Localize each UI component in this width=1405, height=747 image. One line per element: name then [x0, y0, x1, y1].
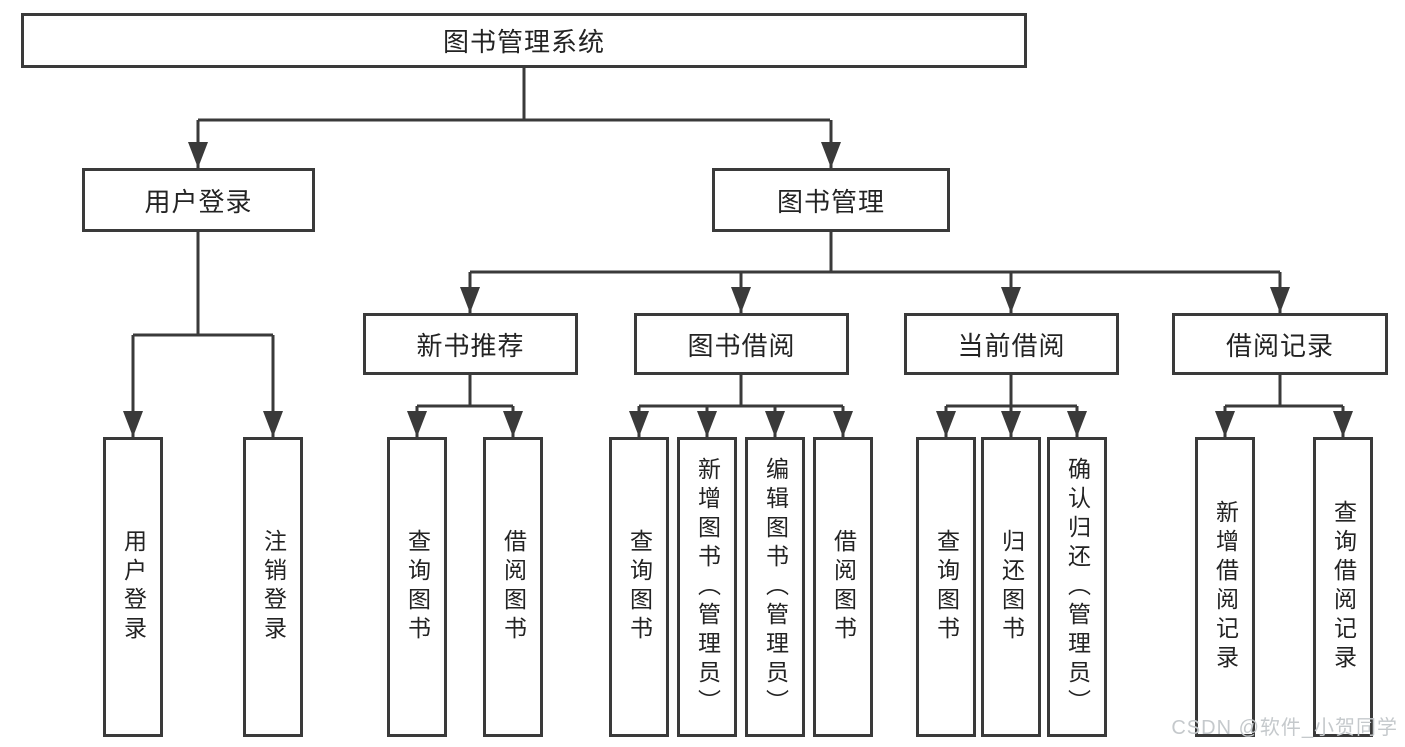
connector-book-management-branch — [460, 232, 1290, 313]
leaf-return-books: 归还图书 — [981, 437, 1041, 737]
leaf-user-login: 用户登录 — [103, 437, 163, 737]
connector-borrow-records-branch — [1215, 375, 1353, 437]
leaf-confirm-return-admin: 确认归还（管理员） — [1047, 437, 1107, 737]
node-new-book-recommendation: 新书推荐 — [363, 313, 578, 375]
node-library-management-system: 图书管理系统 — [21, 13, 1027, 68]
node-book-management: 图书管理 — [712, 168, 950, 232]
leaf-label: 查询图书 — [404, 529, 431, 645]
watermark: CSDN @软件_小贺同学 — [1171, 717, 1398, 739]
leaf-query-books-recommend: 查询图书 — [387, 437, 447, 737]
node-label: 借阅记录 — [1225, 330, 1334, 361]
leaf-label: 新增图书（管理员） — [694, 456, 721, 718]
connector-new-book-branch — [407, 375, 523, 437]
node-label: 新书推荐 — [416, 330, 525, 361]
leaf-edit-book-admin: 编辑图书（管理员） — [745, 437, 805, 737]
leaf-query-books-borrowing: 查询图书 — [609, 437, 669, 737]
connector-root-to-level1 — [188, 68, 841, 168]
leaf-query-books-current: 查询图书 — [916, 437, 976, 737]
leaf-label: 编辑图书（管理员） — [762, 456, 789, 718]
leaf-query-borrow-record: 查询借阅记录 — [1313, 437, 1373, 737]
leaf-borrow-books: 借阅图书 — [813, 437, 873, 737]
node-label: 图书借阅 — [687, 330, 796, 361]
leaf-label: 查询图书 — [626, 529, 653, 645]
node-label: 当前借阅 — [957, 330, 1066, 361]
connector-book-borrowing-branch — [629, 375, 853, 437]
leaf-label: 查询图书 — [933, 529, 960, 645]
leaf-label: 用户登录 — [120, 529, 147, 645]
leaf-label: 查询借阅记录 — [1330, 500, 1357, 674]
leaf-add-borrow-record: 新增借阅记录 — [1195, 437, 1255, 737]
node-label: 图书管理 — [776, 186, 885, 217]
leaf-label: 借阅图书 — [500, 529, 527, 645]
node-current-borrowing: 当前借阅 — [904, 313, 1119, 375]
leaf-add-book-admin: 新增图书（管理员） — [677, 437, 737, 737]
leaf-logout: 注销登录 — [243, 437, 303, 737]
leaf-label: 注销登录 — [260, 529, 287, 645]
connector-current-borrowing-branch — [936, 375, 1087, 437]
leaf-borrow-books-recommend: 借阅图书 — [483, 437, 543, 737]
leaf-label: 确认归还（管理员） — [1064, 456, 1091, 718]
leaf-label: 归还图书 — [998, 529, 1025, 645]
node-book-borrowing: 图书借阅 — [634, 313, 849, 375]
leaf-label: 借阅图书 — [830, 529, 857, 645]
node-borrowing-records: 借阅记录 — [1172, 313, 1388, 375]
node-label: 图书管理系统 — [442, 27, 605, 57]
leaf-label: 新增借阅记录 — [1212, 500, 1239, 674]
node-label: 用户登录 — [144, 186, 253, 217]
connector-user-login-branch — [123, 232, 283, 437]
node-user-login: 用户登录 — [82, 168, 315, 232]
